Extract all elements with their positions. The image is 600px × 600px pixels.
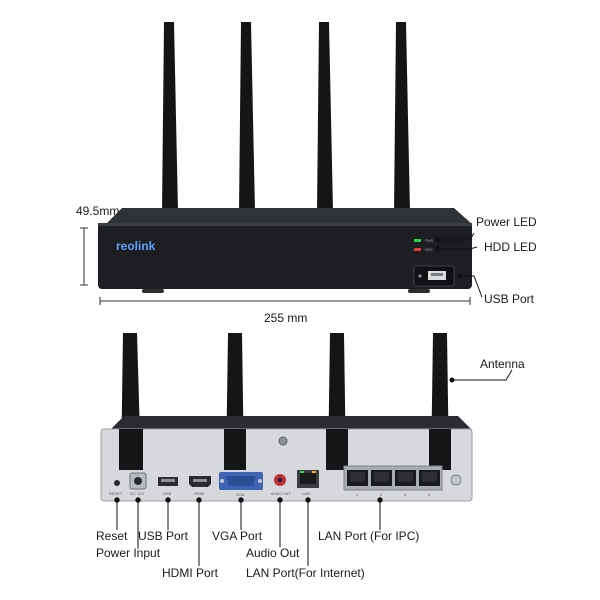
power-led-indicator (414, 239, 421, 242)
rear-panel-frame (100, 428, 473, 502)
front-antennas (162, 22, 410, 212)
lan-panel-text: LAN (302, 491, 310, 496)
rj45-port-icon (371, 470, 392, 486)
front-view: reolink PWR HDD (80, 22, 483, 305)
antenna-base (326, 429, 348, 470)
lan-internet-label: LAN Port(For Internet) (246, 566, 365, 580)
port-number: 3 (404, 492, 407, 497)
vga-panel-text: VGA (236, 492, 245, 497)
hdmi-port-label: HDMI Port (162, 566, 219, 580)
hdmi-connector-icon (189, 476, 211, 487)
audio-jack-hole (277, 477, 283, 483)
antenna-icon (162, 22, 178, 212)
port-number: 2 (380, 492, 383, 497)
antenna-label: Antenna (480, 357, 525, 371)
brand-logo: reolink (116, 239, 156, 253)
port-number: 1 (356, 492, 359, 497)
lan-ipc-label: LAN Port (For IPC) (318, 529, 420, 543)
height-dimension-label: 49.5mm (76, 204, 120, 218)
audio-panel-text: AUDIO OUT (271, 492, 291, 496)
width-dimension (99, 297, 471, 305)
antenna-base (224, 429, 246, 470)
rj45-port-icon (395, 470, 416, 486)
rear-view: RESET DC 12V USB HDMI VGA AUDIO OUT (100, 333, 513, 566)
ground-terminal (450, 474, 462, 486)
dc-panel-text: DC 12V (130, 491, 144, 496)
hdmi-panel-text: HDMI (194, 491, 204, 496)
front-usb-port-label: USB Port (484, 292, 535, 306)
usb-port-icon (418, 271, 446, 280)
rj45-port-icon (297, 470, 319, 488)
reset-panel-text: RESET (109, 491, 123, 496)
audio-out-label: Audio Out (246, 546, 300, 560)
power-led-label: Power LED (476, 215, 537, 229)
antenna-icon (239, 22, 255, 212)
rj45-port-icon (347, 470, 368, 486)
vga-port-label: VGA Port (212, 529, 263, 543)
rear-callouts (114, 369, 513, 566)
reset-label: Reset (96, 529, 128, 543)
height-dimension (80, 227, 88, 286)
hdd-led-text: HDD (425, 248, 433, 252)
dc-jack-hole (134, 477, 142, 485)
front-chassis-edge (98, 223, 472, 226)
power-input-label: Power Input (96, 546, 161, 560)
antenna-icon (317, 22, 333, 212)
front-chassis-top (106, 208, 472, 224)
port-number: 4 (428, 492, 431, 497)
power-led-text: PWR (425, 239, 434, 243)
antenna-base (119, 429, 143, 470)
hdd-led-indicator (414, 248, 421, 251)
reset-pinhole (114, 480, 120, 486)
vga-connector-icon (219, 472, 263, 490)
front-callouts (435, 232, 483, 298)
usb-port-icon (158, 477, 178, 486)
front-chassis (98, 223, 472, 289)
antenna-base (429, 429, 451, 470)
rj45-port-icon (419, 470, 440, 486)
rear-usb-port-label: USB Port (138, 529, 189, 543)
antenna-icon (394, 22, 410, 212)
width-dimension-label: 255 mm (264, 311, 308, 325)
rear-chassis-top (110, 416, 472, 430)
front-foot (142, 289, 164, 293)
usb-panel-text: USB (163, 491, 172, 496)
front-foot (408, 289, 430, 293)
hdd-led-label: HDD LED (484, 240, 537, 254)
ground-screw (278, 436, 288, 446)
